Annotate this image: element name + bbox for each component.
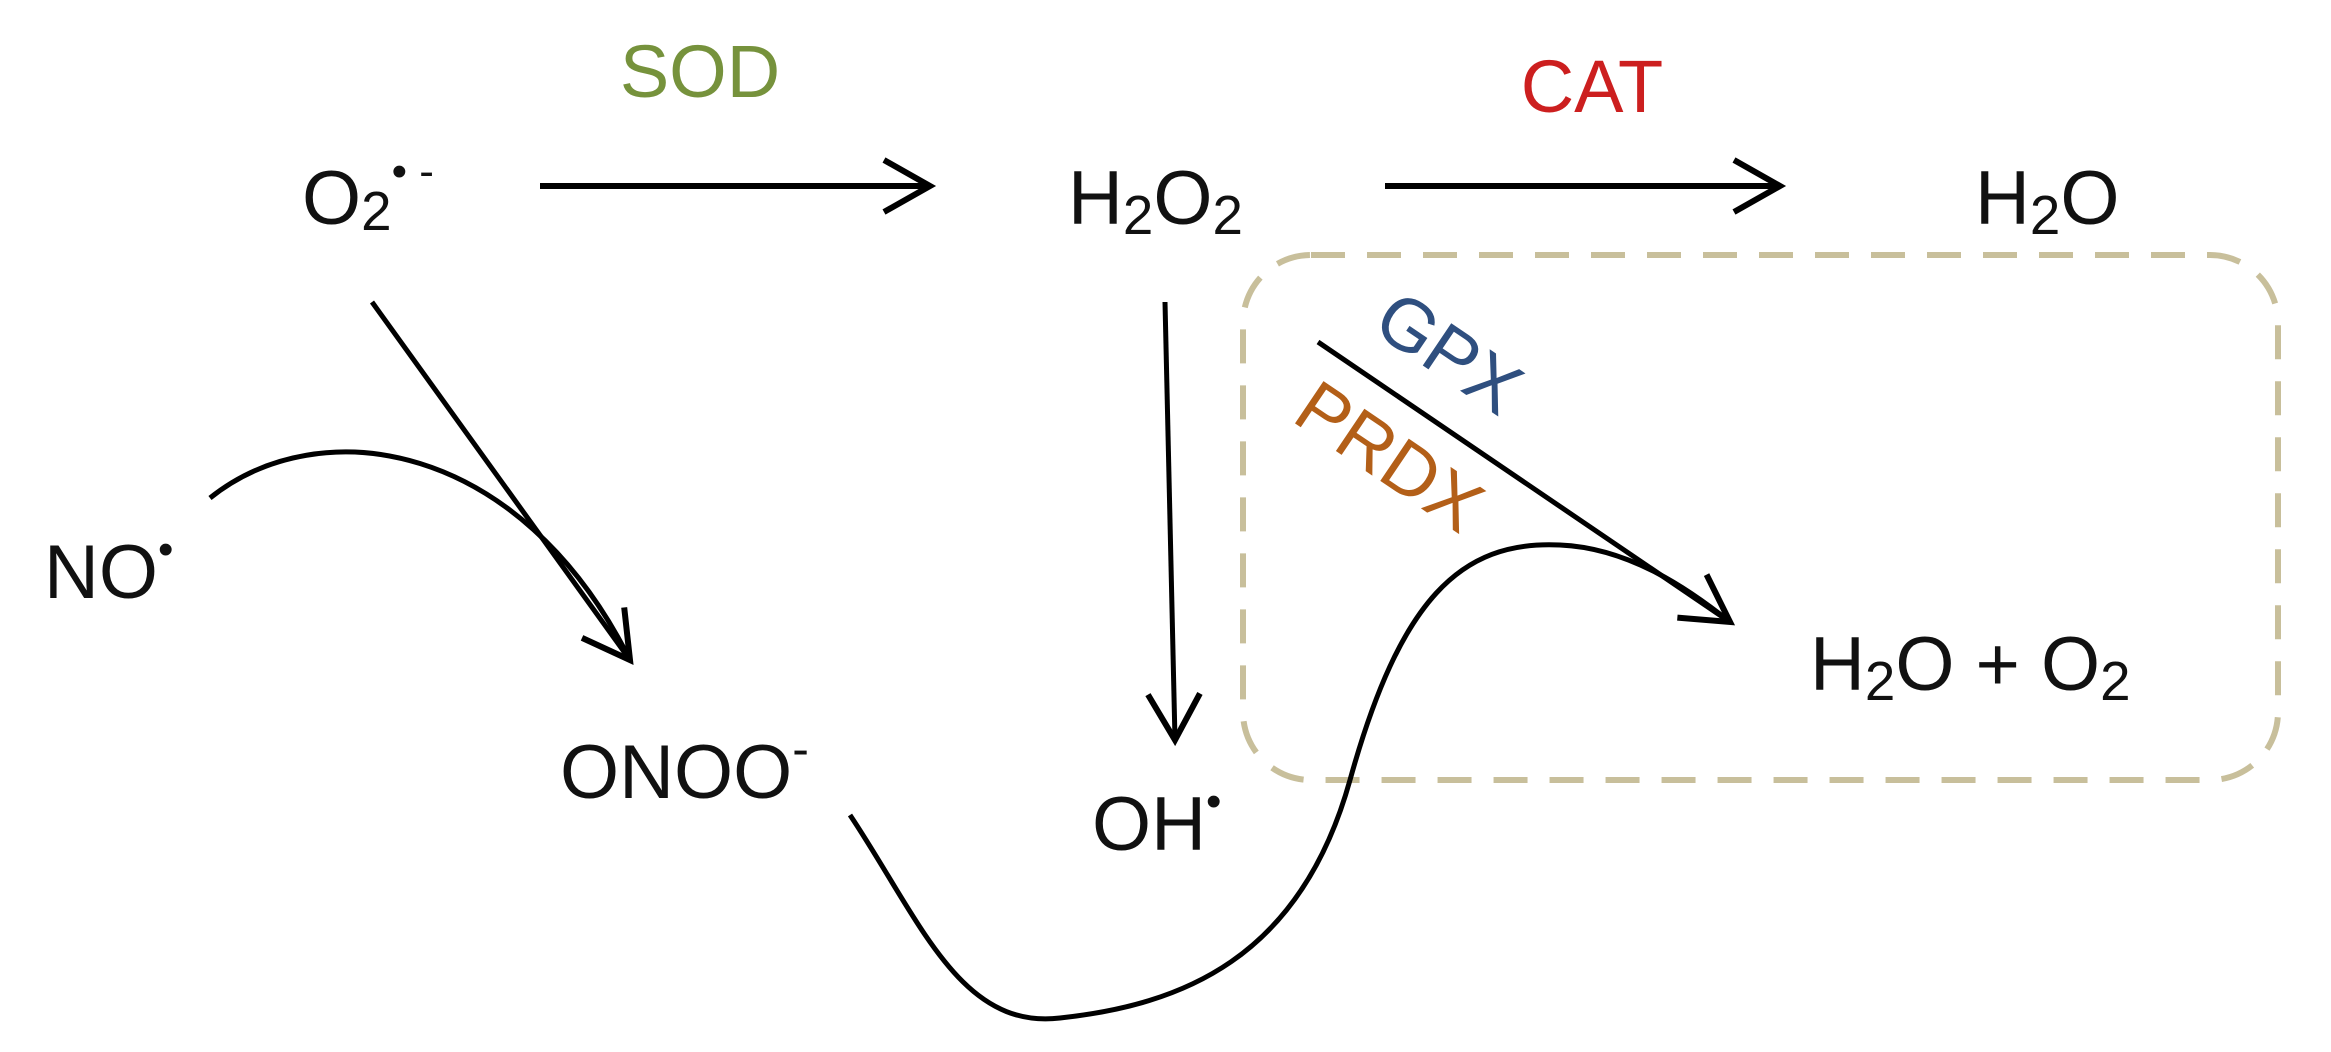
sod-label: SOD xyxy=(620,30,780,113)
peroxide-to-hydroxyl-arrow xyxy=(1145,301,1203,747)
hydroxyl-radical-label: OH• xyxy=(1092,777,1221,867)
hydrogen-peroxide-label: H2O2 xyxy=(1068,156,1243,246)
superoxide-to-peroxynitrite-arrow xyxy=(369,300,634,665)
water-label: H2O xyxy=(1975,156,2119,246)
peroxynitrite-label: ONOO- xyxy=(560,721,809,815)
water-oxygen-label: H2O + O2 xyxy=(1810,622,2131,712)
superoxide-label: O2• - xyxy=(302,147,434,242)
nitric-oxide-label: NO• xyxy=(44,525,173,615)
peroxynitrite-to-products-curve xyxy=(847,542,1732,1022)
gpx-prdx-region-box xyxy=(1240,252,2281,783)
nitric-oxide-curve-arrow xyxy=(208,449,633,662)
cat-label: CAT xyxy=(1521,45,1664,128)
